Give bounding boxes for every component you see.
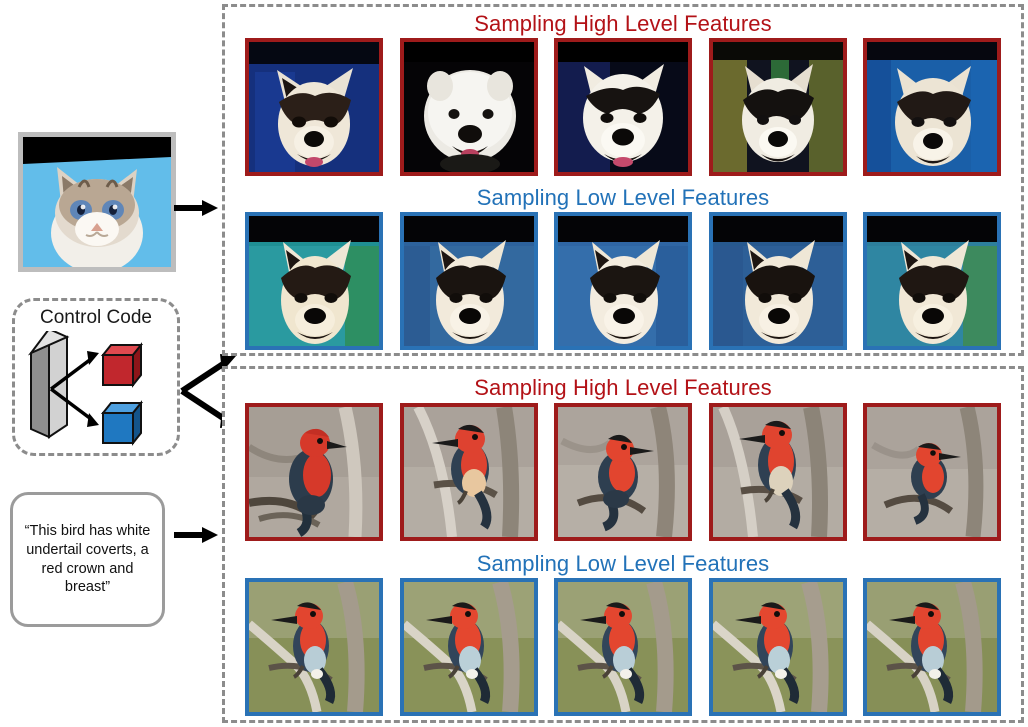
bird-high-level-row: [225, 403, 1021, 541]
sample-cell[interactable]: [554, 403, 692, 541]
control-code-diagram: [27, 331, 144, 446]
husky-teal-green-backdrop-art: [867, 216, 997, 346]
husky-teal-backdrop-art: [249, 216, 379, 346]
cat-artwork: [23, 137, 171, 267]
white-samoyed-dark-backdrop-art: [403, 42, 534, 172]
red-crowned-bird-green-bg-5-art: [867, 582, 997, 712]
inputs-column: Control Code: [0, 0, 236, 727]
sample-cell[interactable]: [554, 578, 692, 716]
bird-low-level-row: [225, 578, 1021, 716]
dog-low-level-row: [225, 212, 1021, 350]
sample-cell[interactable]: [554, 38, 692, 176]
input-cat-image: [18, 132, 176, 272]
sample-cell[interactable]: [863, 578, 1001, 716]
sample-cell[interactable]: [245, 403, 383, 541]
sample-cell[interactable]: [554, 212, 692, 350]
sample-cell[interactable]: [245, 38, 383, 176]
sample-cell[interactable]: [399, 403, 538, 541]
black-white-husky-olive-backdrop-art: [712, 42, 843, 172]
bird-high-level-title: Sampling High Level Features: [474, 375, 772, 400]
bird-sampling-panel: Sampling High Level Features: [222, 366, 1024, 723]
sample-cell[interactable]: [245, 212, 383, 350]
control-code-label: Control Code: [40, 307, 152, 328]
white-husky-dark-blue-backdrop-art: [558, 42, 688, 172]
red-crowned-bird-tall-pose-art: [712, 407, 843, 537]
husky-front-blue-backdrop-art: [249, 42, 379, 172]
red-crowned-bird-green-bg-1-art: [249, 582, 379, 712]
sample-cell[interactable]: [863, 403, 1001, 541]
husky-blue-backdrop-3-art: [712, 216, 843, 346]
bird-low-level-title: Sampling Low Level Features: [476, 551, 770, 576]
sample-cell[interactable]: [245, 578, 383, 716]
sample-cell[interactable]: [863, 38, 1001, 176]
sample-cell[interactable]: [863, 212, 1001, 350]
control-code-box: Control Code: [12, 298, 180, 456]
husky-blue-fabric-backdrop-art: [867, 42, 997, 172]
sample-cell[interactable]: [399, 212, 538, 350]
sample-cell[interactable]: [399, 578, 538, 716]
red-crowned-bird-perched-upright-art: [403, 407, 534, 537]
input-caption-text: “This bird has white undertail coverts, …: [24, 523, 151, 596]
sample-cell[interactable]: [399, 38, 538, 176]
sample-cell[interactable]: [708, 578, 847, 716]
dog-high-level-title: Sampling High Level Features: [474, 11, 772, 36]
sample-cell[interactable]: [708, 403, 847, 541]
husky-blue-backdrop-2-art: [558, 216, 688, 346]
sample-cell[interactable]: [708, 38, 847, 176]
red-crowned-bird-beak-open-art: [558, 407, 688, 537]
dog-low-level-title: Sampling Low Level Features: [476, 185, 770, 210]
dog-sampling-panel: Sampling High Level Features: [222, 4, 1024, 356]
arrow-caption-to-bird-panel: [172, 525, 220, 545]
arrow-image-to-dog-panel: [172, 198, 220, 218]
sample-cell[interactable]: [708, 212, 847, 350]
red-crowned-bird-green-bg-2-art: [403, 582, 534, 712]
red-crowned-bird-left-facing-art: [249, 407, 379, 537]
red-crowned-bird-green-bg-3-art: [558, 582, 688, 712]
husky-blue-backdrop-1-art: [403, 216, 534, 346]
red-crowned-bird-green-bg-4-art: [712, 582, 843, 712]
input-caption-box: “This bird has white undertail coverts, …: [10, 492, 165, 627]
dog-high-level-row: [225, 38, 1021, 176]
red-crowned-bird-small-pose-art: [867, 407, 997, 537]
